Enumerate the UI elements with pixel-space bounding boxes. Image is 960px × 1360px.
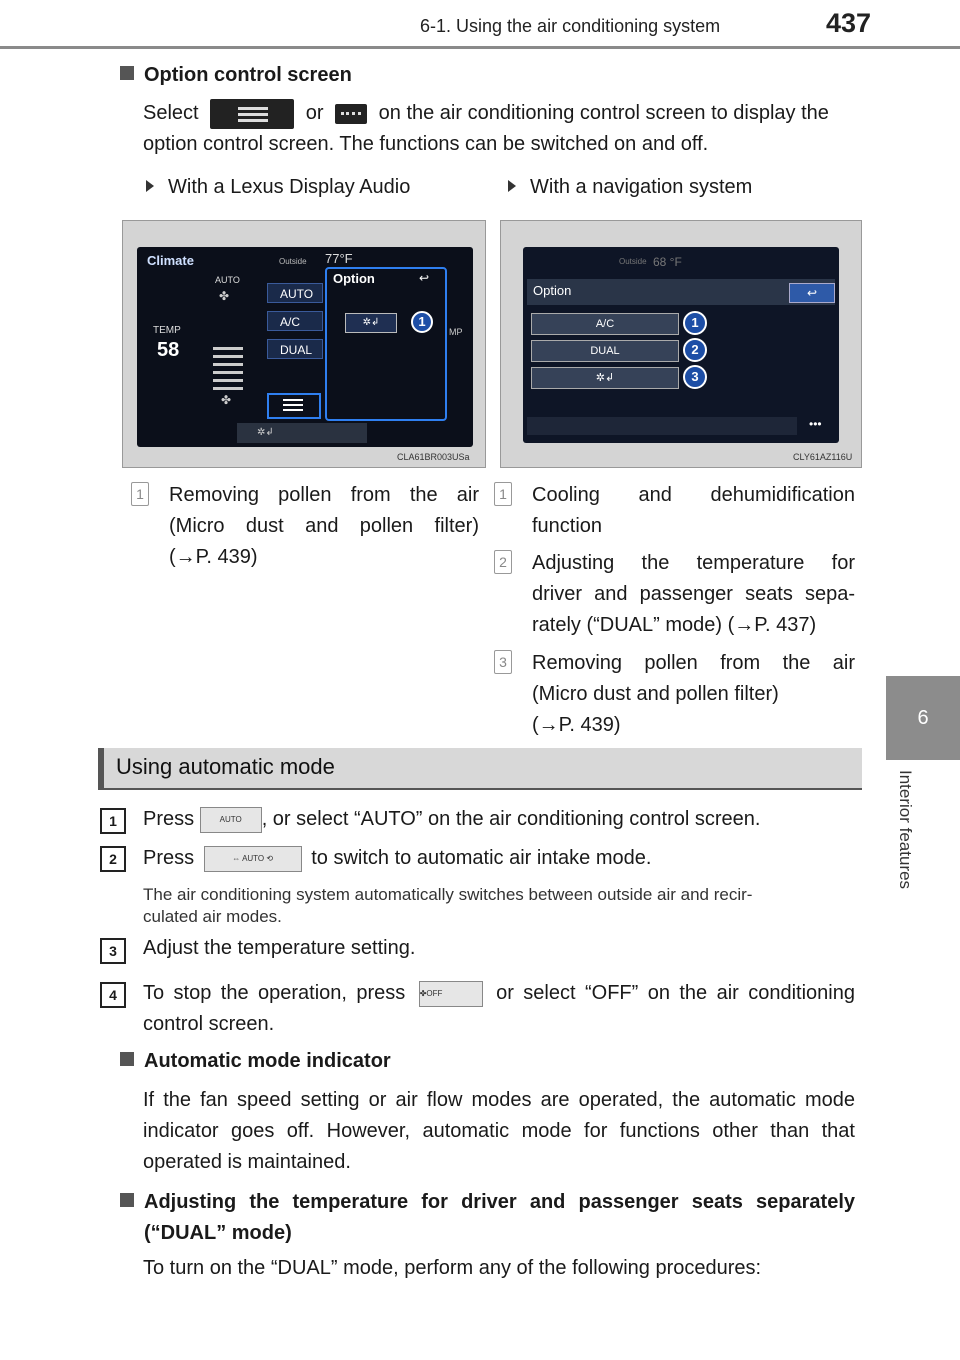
option-paragraph: Select or on the air conditioning contro… (143, 98, 855, 160)
left-image-code: CLA61BR003USa (397, 452, 470, 462)
ac-option: A/C (531, 313, 679, 335)
option-heading: Option control screen (120, 64, 352, 87)
triangle-bullet-icon (508, 180, 516, 192)
right-column-title: With a navigation system (508, 172, 752, 203)
chapter-label: Interior features (896, 770, 915, 890)
navigation-system-screenshot: Outside 68 °F Option ↩ A/C DUAL ✲↲ 1 2 3… (500, 220, 862, 468)
header-rule (0, 46, 960, 49)
item-line: function (532, 515, 603, 537)
callout-1: 1 (683, 311, 707, 335)
step-2-text: Press ⇔ AUTO ⟲ to switch to automatic ai… (143, 843, 855, 874)
outside-temp: 68 °F (653, 255, 682, 269)
outside-label: Outside (619, 257, 647, 266)
option-panel: Option ↩ ✲↲ 1 (325, 267, 447, 421)
more-icon: ••• (809, 417, 822, 431)
item-number: 1 (494, 482, 512, 506)
auto-intake-button-icon: ⇔ AUTO ⟲ (203, 845, 302, 872)
option-list-icon (267, 393, 321, 419)
fan-icon: ✤ (219, 289, 230, 303)
item-line: Removing pollen from the air (169, 484, 479, 506)
back-arrow-icon: ↩ (419, 271, 430, 285)
section-bar-rule (98, 788, 862, 790)
step-4-number: 4 (100, 982, 126, 1008)
mp-label: MP (449, 327, 463, 337)
step-1-text: Press AUTO, or select “AUTO” on the air … (143, 804, 855, 835)
section-bar-accent (98, 748, 104, 790)
page-number: 437 (826, 8, 872, 38)
outside-temp: 77°F (325, 251, 353, 266)
back-arrow-icon: ↩ (789, 283, 835, 303)
option-title: Option (333, 271, 375, 286)
indicator-heading: Automatic mode indicator (120, 1050, 391, 1073)
step-2-number: 2 (100, 846, 126, 872)
dual-button: DUAL (267, 339, 323, 359)
item-number: 2 (494, 550, 512, 574)
temp-label: TEMP (153, 325, 181, 336)
lexus-display-audio-screenshot: Climate Outside 77°F AUTO ✤ TEMP 58 ✤ AU… (122, 220, 486, 468)
item-line: (Micro dust and pollen filter) (169, 515, 479, 537)
section-title: 6-1. Using the air conditioning system (420, 16, 721, 36)
dual-heading: Adjusting the temperature for driver and… (120, 1187, 855, 1249)
pollen-bottom-icon: ✲↲ (237, 423, 367, 443)
item-number: 3 (494, 650, 512, 674)
callout-3: 3 (683, 365, 707, 389)
step-3-text: Adjust the temperature setting. (143, 937, 416, 959)
pollen-option-icon: ✲↲ (531, 367, 679, 389)
right-image-code: CLY61AZ116U (793, 452, 853, 462)
callout-1: 1 (411, 311, 433, 333)
step-2-note: The air conditioning system automaticall… (143, 885, 753, 926)
section-bar (98, 748, 862, 790)
section-heading: Using automatic mode (116, 754, 335, 779)
item-line: Removing pollen from the air (532, 652, 855, 674)
climate-screen: Climate Outside 77°F AUTO ✤ TEMP 58 ✤ AU… (137, 247, 473, 447)
square-bullet-icon (120, 1193, 134, 1207)
temp-value: 58 (157, 339, 180, 361)
outside-label: Outside (279, 257, 307, 266)
option-screen: Outside 68 °F Option ↩ A/C DUAL ✲↲ 1 2 3… (523, 247, 839, 443)
indicator-paragraph: If the fan speed setting or air flow mod… (143, 1089, 855, 1173)
step-3-number: 3 (100, 938, 126, 964)
climate-label: Climate (147, 253, 194, 268)
option-list-button-icon (210, 98, 295, 129)
square-bullet-icon (120, 1052, 134, 1066)
dual-paragraph: To turn on the “DUAL” mode, perform any … (143, 1257, 762, 1279)
item-line: (→P. 439) (169, 546, 258, 568)
auto-button-icon: AUTO (199, 806, 262, 833)
chapter-tab: 6 (886, 676, 960, 760)
pollen-filter-icon: ✲↲ (345, 313, 397, 333)
ac-button: A/C (267, 311, 323, 331)
fan-level-bars (213, 347, 243, 391)
item-line: (→P. 439) (532, 714, 621, 736)
item-line: Adjusting the temperature for (532, 552, 855, 574)
more-button-icon (335, 103, 368, 124)
square-bullet-icon (120, 66, 134, 80)
callout-2: 2 (683, 338, 707, 362)
item-line: driver and passenger seats sepa- (532, 583, 855, 605)
triangle-bullet-icon (146, 180, 154, 192)
item-line: Cooling and dehumidification (532, 484, 855, 506)
item-number: 1 (131, 482, 149, 506)
fan-small-icon: ✤ (221, 393, 232, 407)
dual-option: DUAL (531, 340, 679, 362)
option-title-bar (527, 279, 835, 305)
step-1-number: 1 (100, 808, 126, 834)
step-4-text: To stop the operation, press ✤OFF or sel… (143, 980, 855, 1035)
off-button-icon: ✤OFF (418, 980, 483, 1007)
option-title: Option (533, 283, 572, 298)
item-line: rately (“DUAL” mode) (→P. 437) (532, 614, 817, 636)
auto-button: AUTO (267, 283, 323, 303)
left-column-title: With a Lexus Display Audio (146, 172, 410, 203)
status-bar (527, 417, 797, 435)
auto-indicator: AUTO (215, 275, 240, 285)
item-line: (Micro dust and pollen filter) (532, 683, 779, 705)
